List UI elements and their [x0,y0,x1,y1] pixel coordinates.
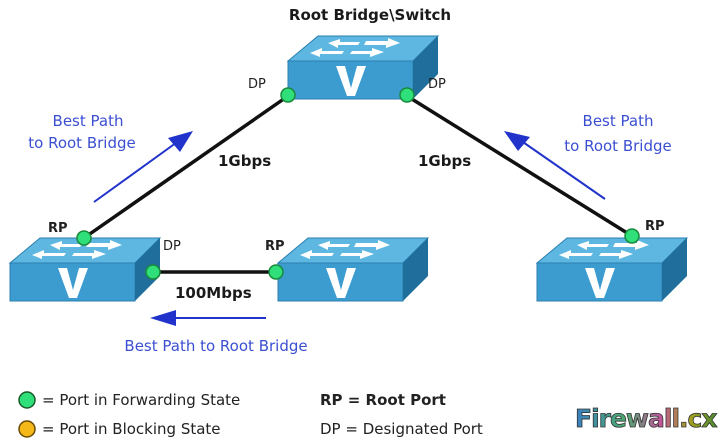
logo-suffix: .cx [679,404,717,433]
best-path-arrow-left-icon [93,131,193,203]
port-label-root-left: DP [248,77,266,92]
speed-left-middle: 100Mbps [175,284,252,302]
speed-left-root: 1Gbps [218,152,271,170]
port-label-middle-left: RP [265,239,285,254]
switch-left[interactable] [9,237,161,302]
speed-right-root: 1Gbps [418,152,471,170]
switch-right[interactable] [536,237,688,302]
legend-root-port: RP = Root Port [320,391,446,409]
port-label-root-right: DP [428,77,446,92]
best-path-arrow-right-icon [504,131,606,200]
root-bridge-title: Root Bridge\Switch [289,6,451,24]
link-right-root [406,94,633,238]
link-left-root [83,94,289,240]
annotation-left-line1: Best Path [53,112,124,130]
port-left-up-icon [76,230,92,246]
port-right-up-icon [624,228,640,244]
legend-blocking-icon [18,420,36,438]
logo-prefix: Firewall [575,404,679,433]
annotation-left-line2: to Root Bridge [28,134,135,152]
switch-middle[interactable] [277,237,429,302]
legend-blocking: = Port in Blocking State [42,420,221,438]
port-middle-left-icon [268,264,284,280]
legend-forwarding-icon [18,391,36,409]
annotation-right-line2: to Root Bridge [564,137,671,155]
port-label-left-up: RP [48,221,68,236]
best-path-arrow-bottom-icon [150,310,266,326]
root-bridge-switch[interactable] [287,35,439,100]
legend-forwarding: = Port in Forwarding State [42,391,240,409]
port-label-left-right: DP [163,239,181,254]
port-label-right-up: RP [645,219,665,234]
annotation-right-line1: Best Path [583,112,654,130]
port-root-left-icon [280,87,296,103]
port-left-right-icon [145,264,161,280]
firewall-cx-logo: Firewall.cx [575,404,717,433]
annotation-bottom: Best Path to Root Bridge [124,337,307,355]
port-root-right-icon [399,87,415,103]
legend-designated-port: DP = Designated Port [320,420,483,438]
